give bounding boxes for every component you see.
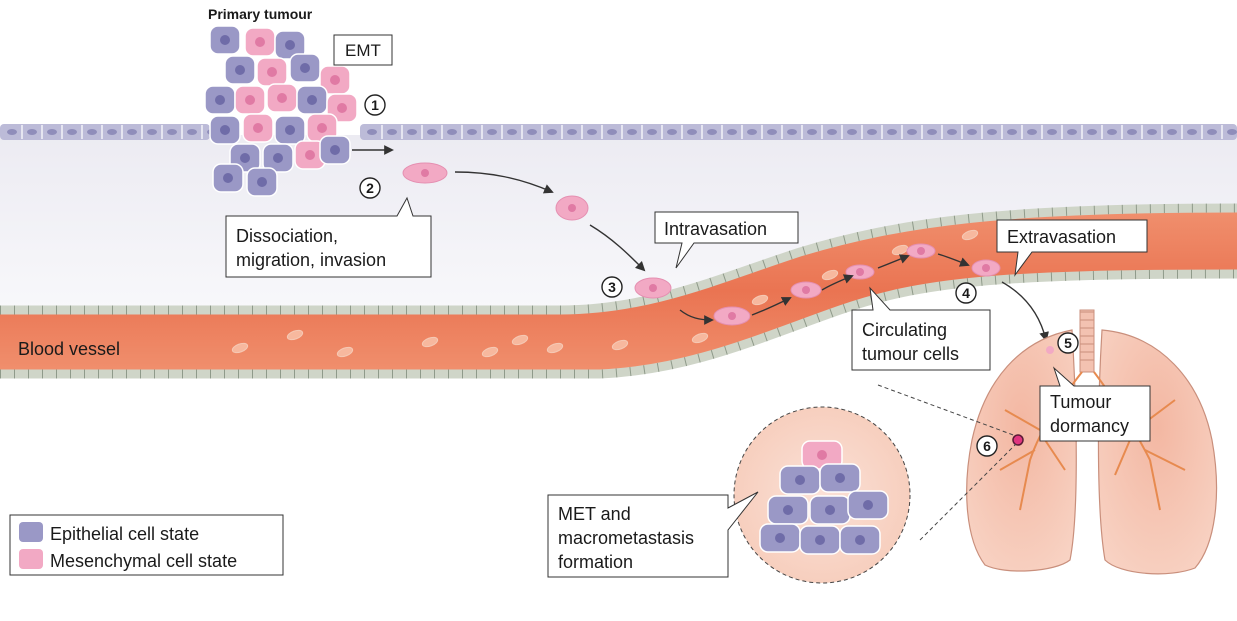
intravasation-label: Intravasation (664, 219, 767, 239)
circulating-label-2: tumour cells (862, 344, 959, 364)
step-number: 1 (371, 97, 379, 113)
extravasation-callout: Extravasation (996, 219, 1148, 277)
epithelial-membrane (0, 124, 1237, 140)
dormancy-label-2: dormancy (1050, 416, 1129, 436)
step-number: 6 (983, 438, 991, 454)
step-number: 5 (1064, 335, 1072, 351)
circulating-label-1: Circulating (862, 320, 947, 340)
dissociation-label-1: Dissociation, (236, 226, 338, 246)
lungs (966, 309, 1218, 575)
step-marker-2: 2 (359, 177, 381, 199)
legend-mesenchymal-label: Mesenchymal cell state (50, 551, 237, 571)
step-marker-4: 4 (955, 282, 977, 304)
step-marker-3: 3 (601, 276, 623, 298)
primary-tumour-title: Primary tumour (208, 6, 313, 22)
met-callout: MET and macrometastasis formation (547, 491, 759, 578)
intravasation-callout: Intravasation (654, 211, 799, 269)
met-label-3: formation (558, 552, 633, 572)
step-number: 3 (608, 279, 616, 295)
met-label-1: MET and (558, 504, 631, 524)
met-label-2: macrometastasis (558, 528, 694, 548)
primary-tumour-cluster (204, 25, 358, 197)
dissociation-callout: Dissociation, migration, invasion (225, 196, 432, 278)
step-number: 2 (366, 180, 374, 196)
blood-vessel-label: Blood vessel (18, 339, 120, 359)
step-number: 4 (962, 285, 970, 301)
step-marker-1: 1 (364, 94, 386, 116)
migrating-cells (402, 162, 1001, 326)
step-marker-6: 6 (976, 435, 998, 457)
legend: Epithelial cell state Mesenchymal cell s… (9, 514, 284, 576)
legend-epithelial-swatch (19, 522, 43, 542)
dormancy-label-1: Tumour (1050, 392, 1111, 412)
dissociation-label-2: migration, invasion (236, 250, 386, 270)
metastasis-zoom (733, 384, 1017, 584)
step-markers: 1 2 3 4 5 6 (359, 94, 1079, 457)
emt-label-box: EMT (333, 34, 393, 66)
legend-mesenchymal-swatch (19, 549, 43, 569)
circulating-callout: Circulating tumour cells (851, 286, 991, 371)
dormancy-callout: Tumour dormancy (1039, 366, 1151, 442)
emt-label: EMT (345, 41, 381, 60)
extravasation-label: Extravasation (1007, 227, 1116, 247)
legend-epithelial-label: Epithelial cell state (50, 524, 199, 544)
step-marker-5: 5 (1057, 332, 1079, 354)
